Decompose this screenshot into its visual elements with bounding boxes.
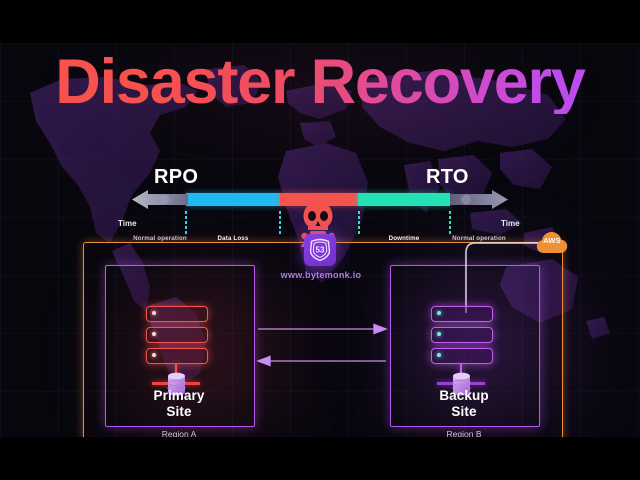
- timeline-tick: [279, 211, 281, 236]
- server-rack-icon: [146, 348, 208, 364]
- page-title: Disaster Recovery: [0, 51, 640, 114]
- server-rack-icon: [431, 327, 493, 343]
- server-rack-icon: [431, 348, 493, 364]
- server-db-connector: [175, 363, 178, 376]
- letterbox-bottom: [0, 437, 640, 480]
- primary-site-label: Primary Site: [105, 388, 253, 420]
- replication-arrows: [256, 323, 388, 367]
- backup-site-name-line2: Site: [451, 403, 477, 419]
- slide-content: Disaster Recovery RPO RTO: [0, 43, 640, 437]
- backup-site-name-line1: Backup: [439, 388, 489, 403]
- server-rack-icon: [146, 306, 208, 322]
- region-a-label: Region A: [161, 429, 197, 437]
- time-label-right: Time: [501, 219, 520, 228]
- shield-number: 53: [316, 246, 325, 255]
- database-cylinder-icon: [167, 372, 186, 396]
- region-b-label: Region B: [446, 429, 482, 437]
- downtime-band: [358, 193, 450, 206]
- world-map-silhouette: [30, 65, 610, 385]
- server-db-connector: [460, 363, 463, 376]
- backup-site-label: Backup Site: [390, 388, 538, 420]
- server-rack-icon: [146, 327, 208, 343]
- rpo-rto-timeline: RPO RTO: [118, 166, 522, 263]
- disaster-band: [280, 193, 358, 206]
- bytemonk-shield-icon[interactable]: 53: [304, 234, 336, 266]
- arrow-right-icon: [450, 190, 508, 209]
- normal-operation-right-label: Normal operation: [452, 235, 506, 242]
- rto-label: RTO: [426, 166, 469, 188]
- data-loss-label: Data Loss: [217, 235, 249, 242]
- primary-site-servers: [146, 306, 212, 396]
- primary-site-box[interactable]: [105, 265, 255, 427]
- brand-url[interactable]: www.bytemonk.io: [280, 270, 362, 280]
- time-label-left: Time: [118, 219, 137, 228]
- primary-site-name-line1: Primary: [153, 388, 205, 403]
- primary-site-name-line2: Site: [166, 403, 192, 419]
- failover-route-line: [465, 242, 550, 313]
- backup-site-servers: [431, 306, 497, 396]
- database-cylinder-icon: [452, 372, 471, 396]
- rpo-label: RPO: [154, 166, 199, 188]
- aws-cloud-icon: [536, 232, 568, 253]
- letterbox-top: [0, 0, 640, 43]
- backup-site-box[interactable]: [390, 265, 540, 427]
- timeline-tick: [185, 211, 187, 236]
- server-rack-icon: [431, 306, 493, 322]
- arrow-left-head: [256, 355, 271, 367]
- downtime-label: Downtime: [388, 235, 420, 242]
- data-loss-band: [186, 193, 280, 206]
- arrow-left-icon: [132, 190, 188, 209]
- aws-label: AWS: [543, 236, 561, 245]
- normal-operation-left-label: Normal operation: [133, 235, 187, 242]
- timeline-bar: Time Time Normal operation Data Loss Dow…: [118, 190, 522, 263]
- timeline-tick: [449, 211, 451, 236]
- arrow-right-head: [373, 323, 388, 335]
- shield-badge-icon: 53: [309, 238, 331, 262]
- timeline-tick: [358, 211, 360, 236]
